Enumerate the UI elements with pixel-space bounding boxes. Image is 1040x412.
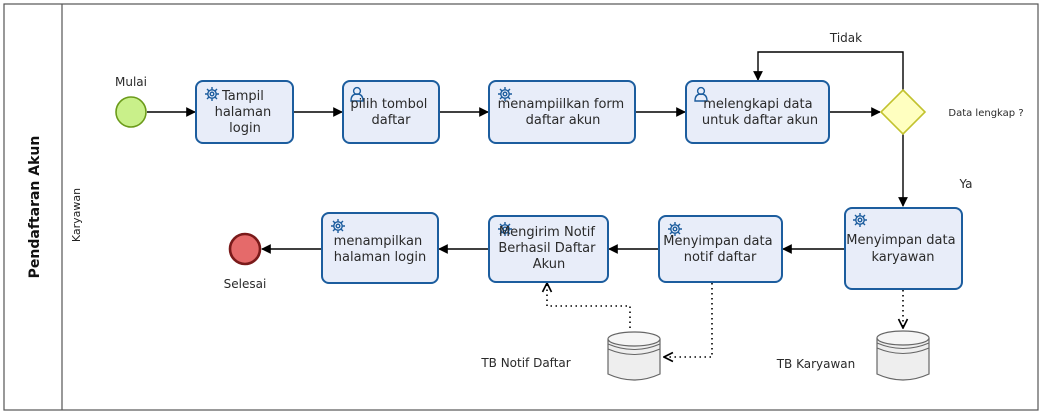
gateway-label: Data lengkap ? — [948, 108, 1023, 119]
flow-label-no: Tidak — [829, 31, 862, 45]
lane-label: Karyawan — [70, 188, 83, 242]
datastore-db2[interactable]: TB Karyawan — [776, 330, 930, 381]
task-t8-label: menampilkan halaman login — [334, 234, 427, 265]
datastore-db1[interactable]: TB Notif Daftar — [480, 331, 661, 381]
task-t8-box[interactable] — [321, 212, 439, 284]
task-t4-label: melengkapi data untuk daftar akun — [702, 97, 818, 128]
task-t3-box[interactable] — [488, 80, 636, 144]
task-t1-box[interactable] — [195, 80, 294, 144]
task-t6-box[interactable] — [658, 215, 783, 283]
flow-label-yes: Ya — [958, 177, 972, 191]
end-event-label: Selesai — [224, 277, 267, 291]
task-t5-box[interactable] — [844, 207, 963, 290]
task-t2[interactable]: pilih tombol daftar — [342, 80, 440, 144]
datastore-db1-label: TB Notif Daftar — [480, 356, 570, 370]
task-t4-box[interactable] — [685, 80, 830, 144]
datastore-db2-label: TB Karyawan — [776, 357, 856, 371]
task-t6[interactable]: Menyimpan data notif daftar — [658, 215, 783, 283]
start-event-label: Mulai — [115, 75, 147, 89]
start-event[interactable] — [115, 96, 147, 128]
task-t7[interactable]: Mengirim Notif Berhasil Daftar Akun — [488, 215, 609, 283]
task-t5[interactable]: Menyimpan data karyawan — [844, 207, 963, 290]
end-event[interactable] — [228, 232, 262, 266]
flow-gateway-no — [753, 51, 904, 90]
task-t8[interactable]: menampilkan halaman login — [321, 212, 439, 284]
assoc-t6-to-db1 — [664, 283, 713, 357]
task-t2-label: pilih tombol daftar — [350, 97, 431, 128]
task-t3-label: menampiilkan form daftar akun — [498, 97, 629, 128]
task-t6-label: Menyimpan data notif daftar — [663, 234, 776, 265]
task-t1[interactable]: Tampil halaman login — [195, 80, 294, 144]
task-t5-label: Menyimpan data karyawan — [846, 233, 959, 265]
task-t7-box[interactable] — [488, 215, 609, 283]
exclusive-gateway[interactable] — [879, 88, 927, 136]
pool-border — [3, 3, 1039, 411]
pool-label: Pendaftaran Akun — [27, 136, 43, 279]
task-t3[interactable]: menampiilkan form daftar akun — [488, 80, 636, 144]
task-t7-label: Mengirim Notif Berhasil Daftar Akun — [498, 225, 599, 272]
data-associations — [547, 283, 903, 357]
task-t1-label: Tampil halaman login — [215, 89, 276, 136]
task-t2-box[interactable] — [342, 80, 440, 144]
assoc-db1-to-t7 — [547, 283, 631, 333]
task-t4[interactable]: melengkapi data untuk daftar akun — [685, 80, 830, 144]
sequence-flows — [147, 51, 908, 254]
